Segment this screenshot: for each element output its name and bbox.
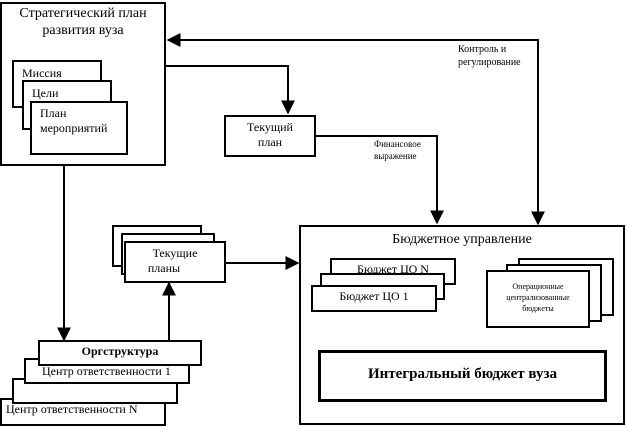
budget-co-1-label: Бюджет ЦО 1 [339, 289, 409, 303]
arrow-strategic-to-current-plan [166, 65, 295, 115]
arrow-financial-expression [316, 135, 444, 225]
org-rc-n-label: Центр ответственности N [6, 402, 138, 416]
current-plans-line2: планы [147, 261, 181, 275]
strategic-plan-title-line2: развития вуза [42, 23, 124, 38]
action-plan-box [30, 101, 128, 155]
budget-management-title: Бюджетное управление [392, 232, 532, 247]
current-plans-line1: Текущие [152, 246, 198, 260]
mission-label: Миссия [22, 66, 62, 80]
integral-budget-label: Интегральный бюджет вуза [368, 366, 557, 382]
current-plans-box [124, 241, 226, 283]
budget-co-1-box [311, 285, 437, 312]
integral-budget-box [318, 350, 607, 402]
operational-line1: Операционные [512, 282, 564, 291]
current-plan-line2: план [257, 135, 283, 149]
action-plan-line1: План [40, 106, 67, 120]
org-structure-title: Оргструктура [81, 344, 159, 358]
financial-label-line2: выражение [374, 151, 417, 161]
operational-budgets-box [486, 270, 590, 328]
goals-label: Цели [32, 86, 59, 100]
control-label-line2: регулирование [458, 57, 521, 68]
strategic-plan-title-line1: Стратегический план [19, 6, 147, 21]
org-rc-1-label: Центр ответственности 1 [42, 364, 171, 378]
control-label-line1: Контроль и [458, 44, 507, 55]
org-structure-box [38, 340, 202, 366]
operational-line2: централизованные [506, 293, 570, 302]
operational-line3: бюджеты [522, 304, 554, 313]
current-plan-line1: Текущий [247, 120, 293, 134]
current-plan-box [224, 115, 316, 157]
financial-label-line1: Финансовое [374, 139, 421, 149]
budget-co-n-label: Бюджет ЦО N [357, 262, 429, 276]
arrow-control-regulation [166, 33, 545, 226]
action-plan-line2: мероприятий [40, 121, 108, 135]
